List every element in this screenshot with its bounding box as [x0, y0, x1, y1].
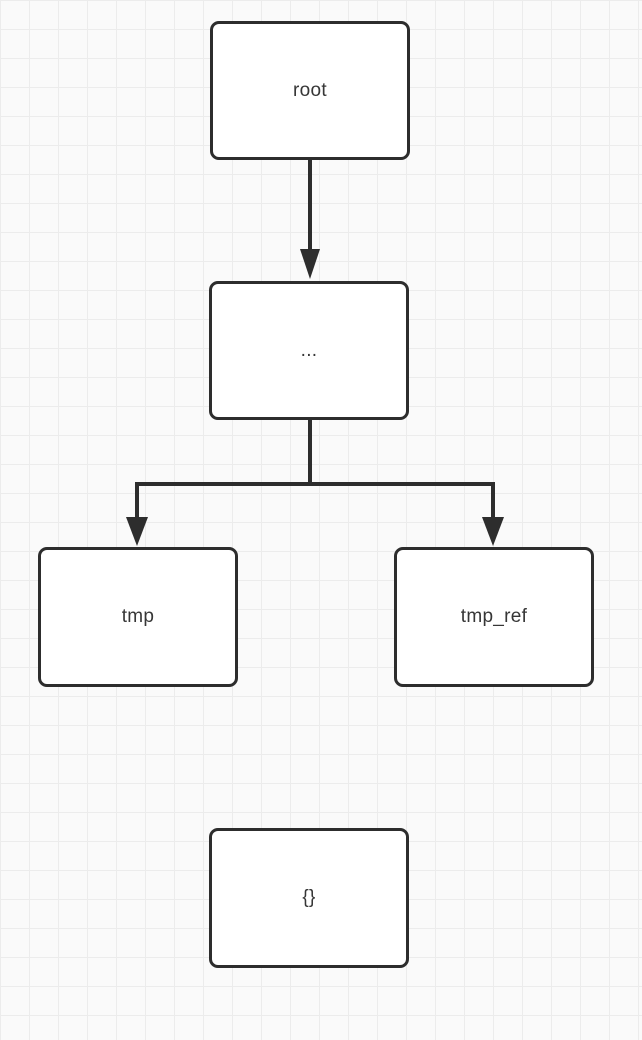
node-label: tmp	[121, 606, 155, 627]
edge-middle-to-children	[126, 420, 504, 546]
node-label: tmp_ref	[460, 606, 528, 627]
arrowhead-down-icon	[482, 517, 504, 546]
node-label: ...	[300, 339, 318, 361]
node-ellipsis[interactable]: ...	[209, 281, 409, 420]
arrowhead-down-icon	[300, 249, 320, 279]
arrowhead-down-icon	[126, 517, 148, 546]
node-tmp-ref[interactable]: tmp_ref	[394, 547, 594, 687]
node-empty-object[interactable]: {}	[209, 828, 409, 968]
node-label: {}	[302, 887, 316, 908]
node-label: root	[293, 79, 327, 101]
node-tmp[interactable]: tmp	[38, 547, 238, 687]
edge-elbow-lines	[135, 420, 495, 518]
node-root[interactable]: root	[210, 21, 410, 160]
edge-root-to-middle	[300, 160, 320, 279]
